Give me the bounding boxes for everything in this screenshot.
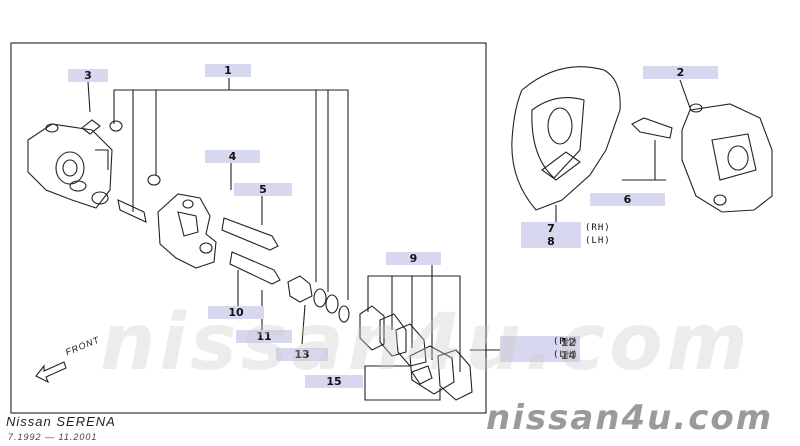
dust-shield xyxy=(511,66,621,211)
leader-15 xyxy=(364,365,410,382)
callout-9: 9 xyxy=(386,252,441,265)
callout-8: 8 xyxy=(521,235,581,248)
callout-13: 13 xyxy=(276,348,328,361)
guide-pin xyxy=(117,199,147,223)
callout-11: 11 xyxy=(236,330,292,343)
callout-2: 2 xyxy=(643,66,718,79)
footer-model-name: Nissan SERENA xyxy=(6,414,116,429)
brake-pads xyxy=(359,305,473,401)
mounting-bolt xyxy=(631,117,673,139)
piston-and-seals xyxy=(287,275,350,323)
assembly-frame xyxy=(10,42,487,414)
watermark-large: nissan4u.com xyxy=(100,298,752,388)
callout-14: 14 xyxy=(500,349,580,362)
caliper-support xyxy=(157,193,217,269)
side-label-rh-12: (RH) xyxy=(553,337,579,347)
front-arrow xyxy=(35,361,67,384)
side-label-rh-7: (RH) xyxy=(585,223,611,233)
side-label-lh-8: (LH) xyxy=(585,236,611,246)
leader-9 xyxy=(367,275,461,372)
side-label-lh-14: (LH) xyxy=(553,350,579,360)
callout-1: 1 xyxy=(205,64,251,77)
caliper-body-left xyxy=(27,123,113,209)
callout-6: 6 xyxy=(590,193,665,206)
leader-1 xyxy=(113,89,349,300)
bleeder-screw xyxy=(81,119,123,135)
callout-15: 15 xyxy=(305,375,363,388)
callout-3: 3 xyxy=(68,69,108,82)
pin-bolt-upper xyxy=(221,217,279,251)
caliper-assembly-right xyxy=(681,103,773,213)
footer-production-years: 7.1992 — 11.2001 xyxy=(8,432,98,442)
watermark-small: nissan4u.com xyxy=(486,398,774,438)
callout-12: 12 xyxy=(500,336,580,349)
callout-5: 5 xyxy=(234,183,292,196)
pin-bolt-lower xyxy=(229,251,281,285)
callout-7: 7 xyxy=(521,222,581,235)
callout-10: 10 xyxy=(208,306,264,319)
callout-4: 4 xyxy=(205,150,260,163)
